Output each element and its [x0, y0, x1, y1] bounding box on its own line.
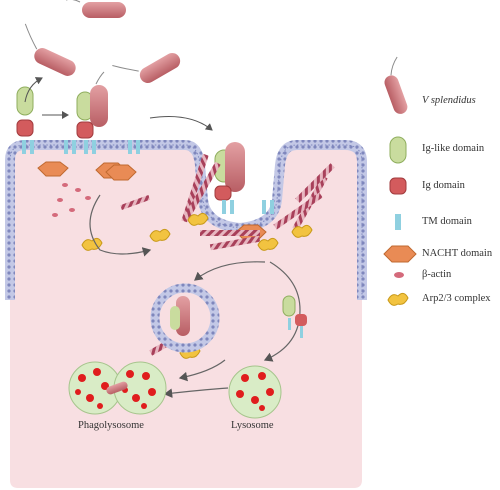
legend-ig-like-label: Ig-like domain — [422, 143, 485, 154]
receptor-left — [16, 77, 43, 137]
lysosome — [228, 365, 282, 419]
legend-ig-label: Ig domain — [422, 180, 465, 191]
bacterium-top-2 — [24, 23, 76, 76]
cycle-arrows — [89, 194, 301, 398]
legend-tm-label: TM domain — [422, 216, 472, 227]
legend-arp-label: Arp2/3 complex — [422, 293, 491, 304]
legend-ig-icon — [389, 177, 407, 195]
phagolysosome-label: Phagolysosome — [78, 420, 144, 431]
bacterium-top-1 — [66, 0, 126, 18]
receptor-bound-2 — [214, 142, 245, 201]
legend-pathogen-label: V splendidus — [422, 95, 476, 106]
bacterium-top-3 — [112, 53, 181, 83]
arrow-engulf — [149, 116, 213, 131]
legend-nacht-icon — [383, 245, 417, 263]
legend-beta-actin-label: β-actin — [422, 269, 452, 280]
legend-ig-like-icon — [389, 136, 407, 164]
legend-nacht-label: NACHT domain — [422, 248, 493, 259]
legend-tm-icon — [395, 214, 401, 230]
receptor-bound-1 — [76, 71, 108, 139]
legend-arp-icon — [387, 292, 409, 306]
tm-domains — [22, 140, 274, 214]
lysosome-label: Lysosome — [231, 420, 274, 431]
receptor-recycled — [282, 295, 307, 338]
phagolysosome — [68, 361, 167, 415]
legend-actin-icon — [394, 272, 404, 278]
legend-bacterium-icon — [384, 56, 408, 114]
phagosome — [150, 283, 220, 353]
actin-monomers — [52, 183, 91, 217]
